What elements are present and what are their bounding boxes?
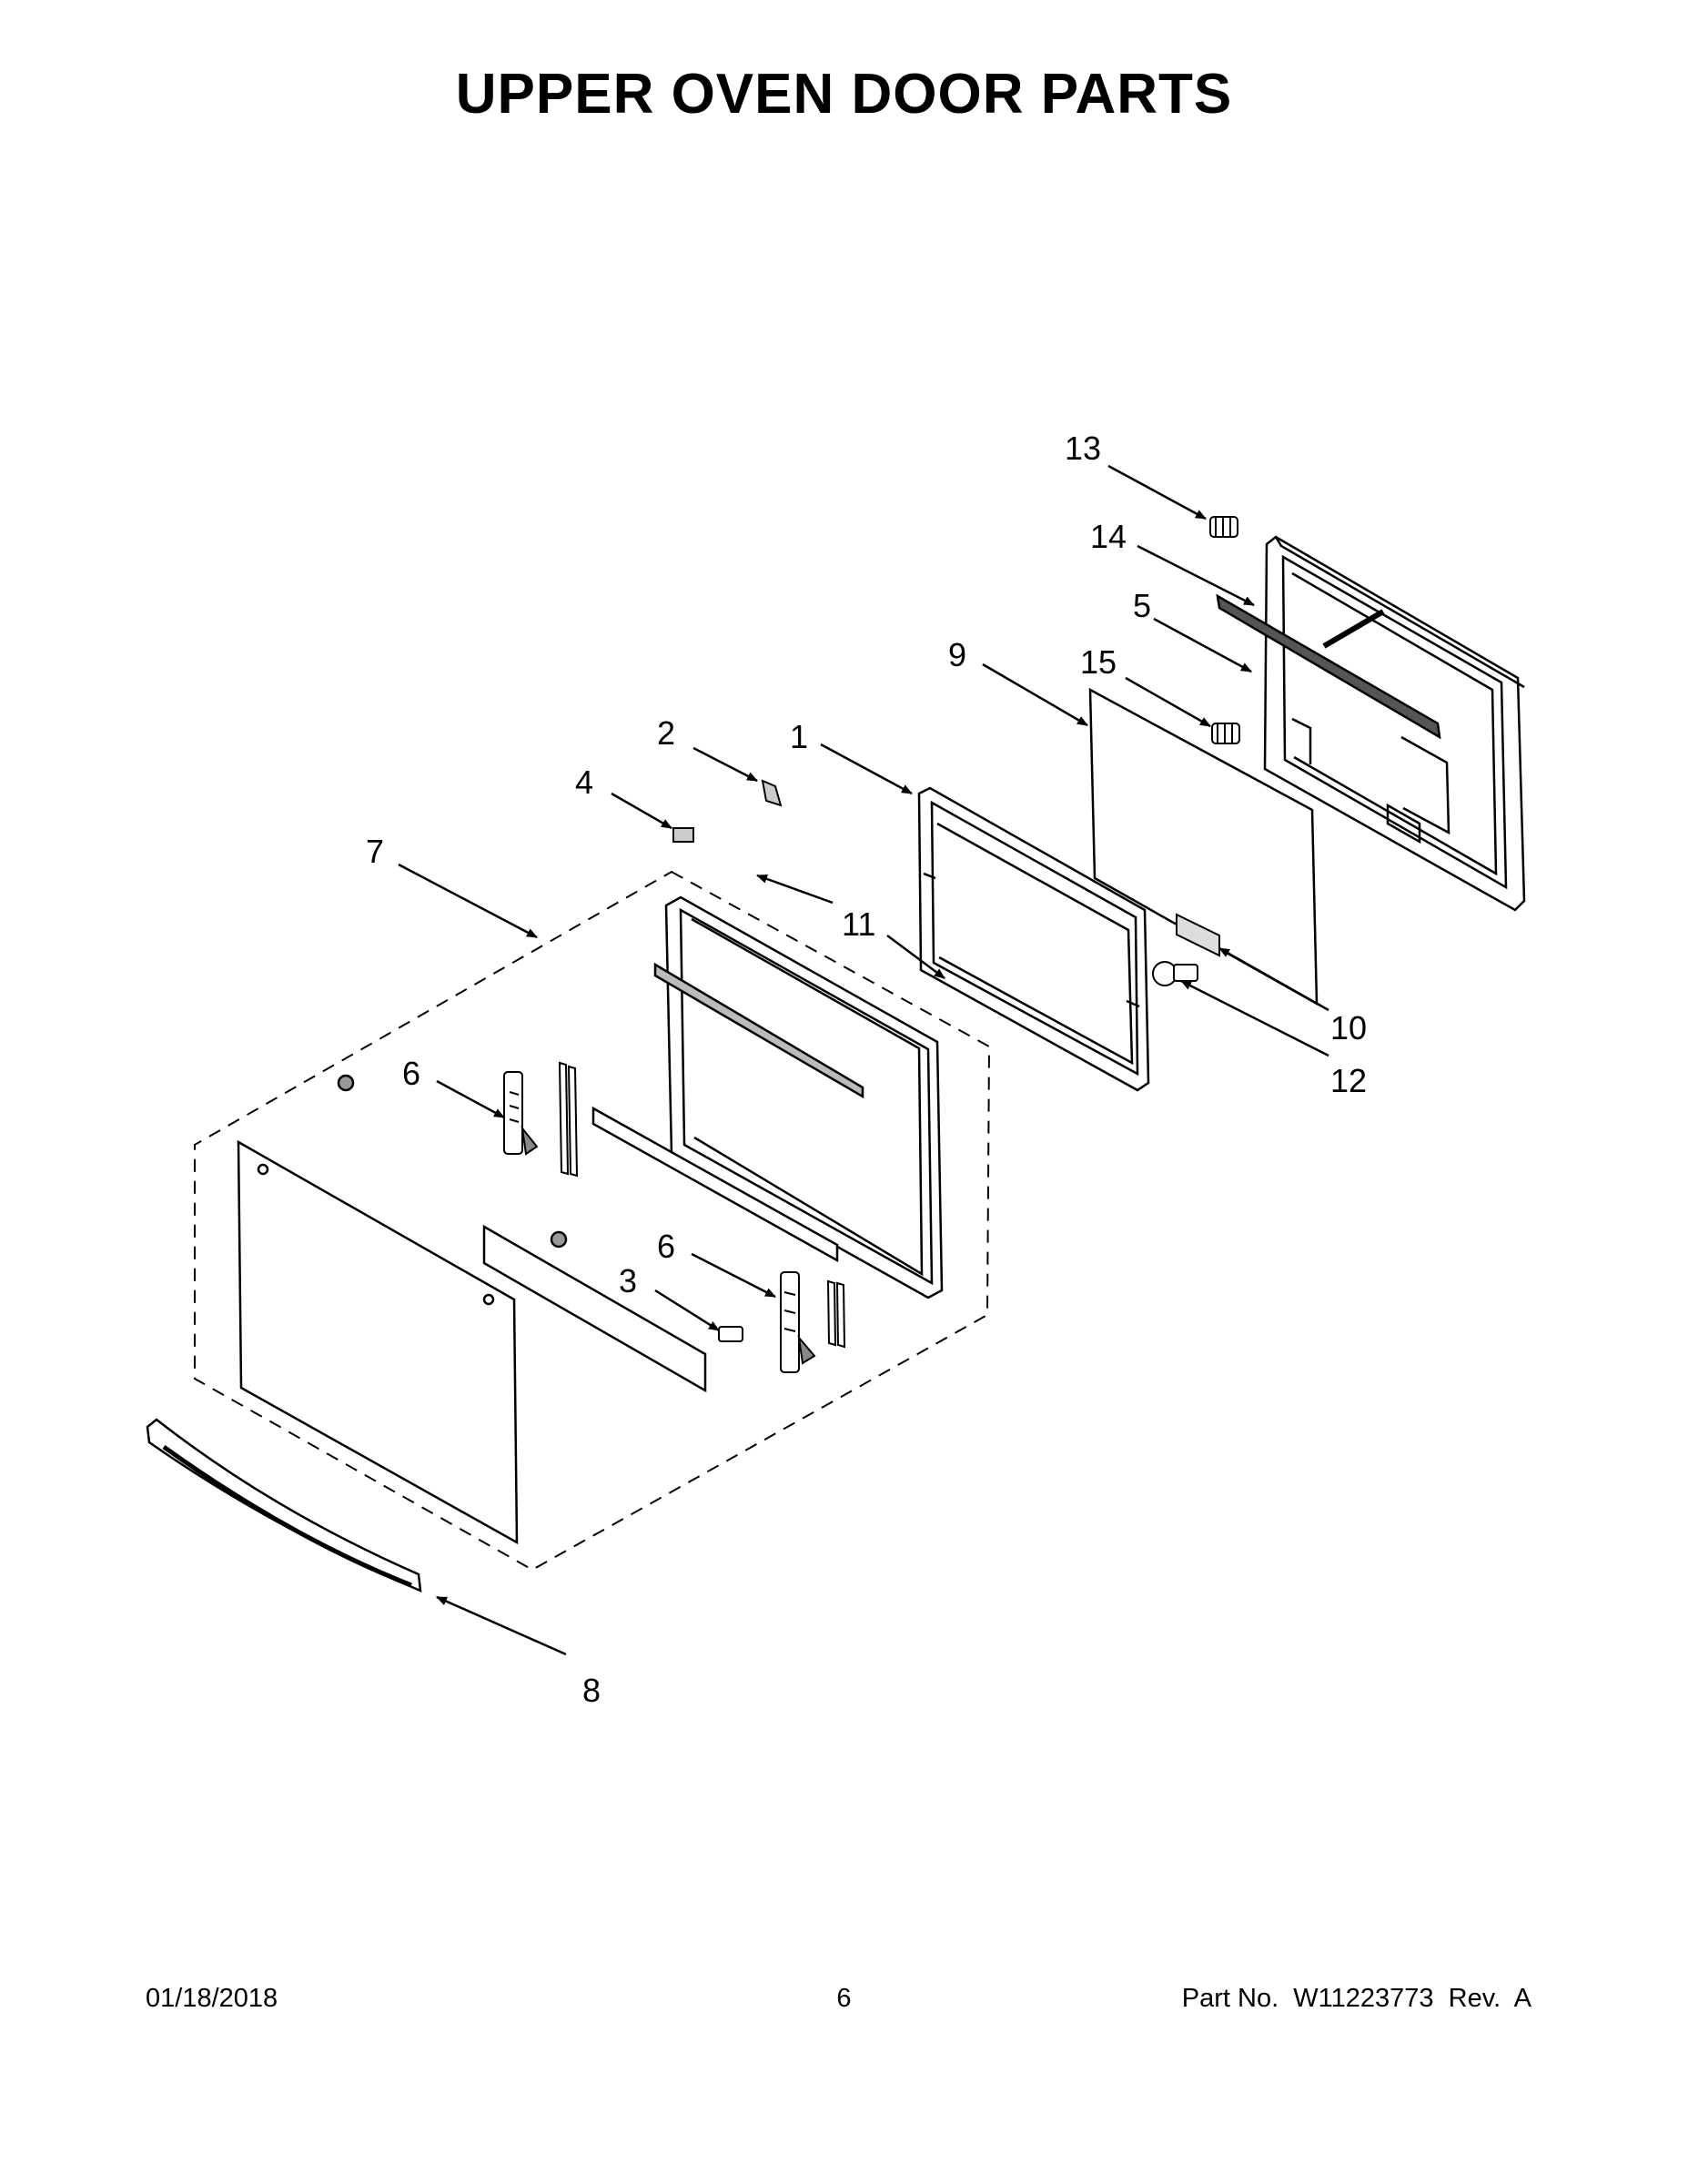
part-prefix: Part No. [1181, 1984, 1279, 2013]
clip-part [761, 779, 783, 807]
callout-leaders [398, 464, 1329, 1656]
callout-6-b: 6 [657, 1228, 675, 1265]
callout-2: 2 [657, 714, 675, 752]
callout-15: 15 [1080, 643, 1117, 681]
callout-7: 7 [366, 833, 384, 870]
callout-8: 8 [582, 1672, 601, 1709]
callout-5: 5 [1133, 587, 1151, 624]
footer-date: 01/18/2018 [146, 1984, 278, 2013]
footer-part-number: Part No. W11223773 Rev. A [1182, 1984, 1531, 2014]
callout-1: 1 [790, 718, 808, 755]
screw-part [718, 1326, 743, 1342]
door-bracket-part [1216, 593, 1441, 740]
outer-glass-part [237, 1074, 568, 1545]
callout-12: 12 [1330, 1062, 1367, 1099]
callout-13: 13 [1065, 430, 1101, 467]
callout-9: 9 [948, 636, 966, 673]
glass-support-part [558, 1061, 846, 1349]
glass-screw-part [1152, 961, 1198, 986]
screw-part [1209, 516, 1238, 538]
callout-11: 11 [842, 905, 875, 943]
door-handle-part [146, 1418, 422, 1592]
page-title: UPPER OVEN DOOR PARTS [455, 63, 1233, 126]
part-number: W11223773 [1293, 1984, 1434, 2013]
hinge-part [780, 1271, 816, 1373]
hinge-receptacle-part [672, 827, 694, 843]
inner-door-frame-part [1263, 535, 1526, 912]
door-liner-part [653, 895, 944, 1299]
callout-4: 4 [575, 763, 593, 801]
callout-10: 10 [1330, 1009, 1367, 1046]
insulation-strip-part [482, 1106, 839, 1393]
revision: Rev. A [1448, 1984, 1531, 2013]
callout-3: 3 [619, 1262, 637, 1299]
callout-14: 14 [1090, 518, 1127, 555]
outer-door-assembly-outline [194, 870, 991, 1572]
door-frame-part [917, 786, 1150, 1092]
hinge-part [503, 1071, 539, 1156]
footer-page-number: 6 [836, 1984, 852, 2013]
screw-part [1211, 723, 1240, 744]
callout-6: 6 [402, 1055, 420, 1092]
